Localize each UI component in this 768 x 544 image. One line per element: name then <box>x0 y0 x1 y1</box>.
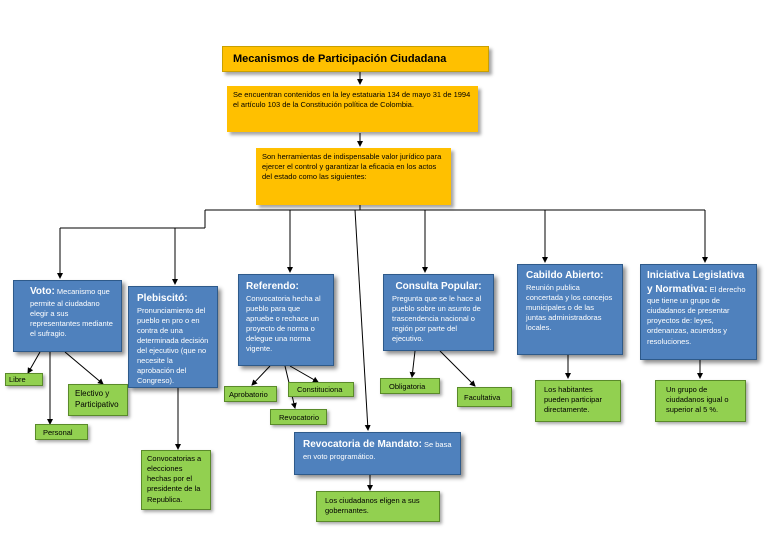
consulta-heading: Consulta Popular: <box>395 281 482 292</box>
personal-box: Personal <box>35 424 88 440</box>
participar-box: Los habitantes pueden participar directa… <box>535 380 621 422</box>
plebiscito-text: Pronunciamiento del pueblo en pro o en c… <box>137 305 209 386</box>
intro-box: Se encuentran contenidos en la ley estat… <box>227 86 478 132</box>
cabildo-heading: Cabildo Abierto: <box>526 270 604 281</box>
plebiscito-box: Plebiscitó: Pronunciamiento del pueblo e… <box>128 286 218 388</box>
revocatoria-text: Se basa en voto programático. <box>303 440 452 461</box>
obligatoria-box: Obligatoria <box>380 378 440 394</box>
referendo-heading: Referendo: <box>246 281 299 292</box>
title-box: Mecanismos de Participación Ciudadana <box>222 46 489 72</box>
plebiscito-heading: Plebiscitó: <box>137 293 188 304</box>
voto-text: Mecanismo que permite al ciudadano elegi… <box>30 287 113 338</box>
iniciativa-box: Iniciativa Legislativa y Normativa: El d… <box>640 264 757 360</box>
voto-box: Voto: Mecanismo que permite al ciudadano… <box>13 280 122 352</box>
electivo-box: Electivo y Participativo <box>68 384 128 416</box>
convocatorias-box: Convocatorias a elecciones hechas por el… <box>141 450 211 510</box>
facultativa-box: Facultativa <box>457 387 512 407</box>
libre-box: Libre <box>5 373 43 386</box>
gobernantes-box: Los ciudadanos eligen a sus gobernantes. <box>316 491 440 522</box>
voto-heading: Voto: <box>30 286 55 297</box>
iniciativa-text: El derecho que tiene un grupo de ciudada… <box>647 284 746 346</box>
referendo-text: Convocatoria hecha al pueblo para que ap… <box>246 293 321 354</box>
cabildo-box: Cabildo Abierto: Reunión publica concert… <box>517 264 623 355</box>
iniciativa-heading: Iniciativa Legislativa y Normativa: <box>647 270 745 295</box>
grupo-ciudadanos-box: Un grupo de ciudadanos igual o superior … <box>655 380 746 422</box>
consulta-box: Consulta Popular: Pregunta que se le hac… <box>383 274 494 351</box>
revocatorio-box: Revocatorio <box>270 409 327 425</box>
definition-box: Son herramientas de indispensable valor … <box>256 148 451 205</box>
aprobatorio-box: Aprobatorio <box>224 386 277 402</box>
referendo-box: Referendo: Convocatoria hecha al pueblo … <box>238 274 334 366</box>
revocatoria-box: Revocatoria de Mandato: Se basa en voto … <box>294 432 461 475</box>
constitucional-box: Constituciona <box>288 382 354 397</box>
revocatoria-heading: Revocatoria de Mandato: <box>303 439 422 450</box>
cabildo-text: Reunión publica concertada y los concejo… <box>526 282 613 333</box>
consulta-text: Pregunta que se le hace al pueblo sobre … <box>392 293 482 344</box>
